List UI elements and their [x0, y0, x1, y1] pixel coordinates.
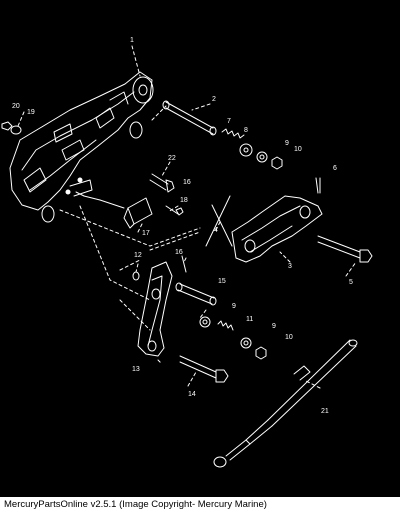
part-15-pin [175, 282, 217, 306]
callout-20: 20 [12, 103, 20, 110]
callout-4: 4 [214, 227, 218, 234]
callout-7: 7 [227, 118, 231, 125]
part-9-washer-lower [240, 337, 252, 349]
part-20-screw [1, 121, 13, 131]
callout-12: 12 [134, 252, 142, 259]
callout-9-upper: 9 [285, 140, 289, 147]
callout-11: 11 [246, 316, 253, 323]
callout-19: 19 [27, 109, 35, 116]
callout-1: 1 [130, 37, 134, 44]
part-17-switch [75, 191, 153, 229]
callout-21: 21 [321, 408, 329, 415]
callout-17: 17 [142, 230, 150, 237]
part-11-spring [217, 320, 234, 331]
part-19-washer [10, 125, 22, 135]
parts-diagram-canvas: 1 2 3 4 5 6 7 8 9 10 11 12 13 14 15 16 1… [0, 0, 400, 497]
callout-16-upper: 16 [183, 179, 191, 186]
part-3-clamp-bracket [231, 195, 323, 263]
part-9-washer-mid [199, 316, 211, 328]
part-14-bolt [179, 355, 229, 383]
part-2-pivot-pin [162, 100, 217, 136]
part-21-actuator-rod [213, 339, 358, 468]
part-22-screw [149, 173, 175, 193]
part-16-cotter-pin [181, 255, 187, 273]
callout-22: 22 [168, 155, 176, 162]
image-caption: MercuryPartsOnline v2.5.1 (Image Copyrig… [0, 497, 400, 513]
part-10-nut-upper [271, 156, 283, 170]
callout-15: 15 [218, 278, 226, 285]
part-4-link [205, 195, 233, 247]
part-5-bolt [317, 235, 373, 263]
callout-14: 14 [188, 391, 196, 398]
callout-16-lower: 16 [175, 249, 183, 256]
part-10-nut-lower [255, 346, 267, 360]
callout-6: 6 [333, 165, 337, 172]
part-12-pin [132, 271, 140, 281]
part-9-washer-upper [256, 151, 268, 163]
callout-13: 13 [132, 366, 140, 373]
part-1-bracket [9, 71, 154, 223]
callout-9-lower: 9 [272, 323, 276, 330]
exploded-parts-diagram: 1 2 3 4 5 6 7 8 9 10 11 12 13 14 15 16 1… [1, 37, 373, 468]
callout-3: 3 [288, 263, 292, 270]
part-8-washer [239, 143, 253, 157]
callout-10-lower: 10 [285, 334, 293, 341]
callouts: 1 2 3 4 5 6 7 8 9 10 11 12 13 14 15 16 1… [12, 37, 353, 415]
part-13-lever [137, 261, 173, 357]
callout-2: 2 [212, 96, 216, 103]
leader-lines [17, 45, 357, 389]
part-6-cotter-pin [315, 177, 321, 194]
callout-8: 8 [244, 127, 248, 134]
callout-5: 5 [349, 279, 353, 286]
callout-9-mid: 9 [232, 303, 236, 310]
part-18-screw [165, 205, 184, 216]
callout-18: 18 [180, 197, 188, 204]
part-7-spring [221, 128, 245, 139]
callout-10-upper: 10 [294, 146, 302, 153]
